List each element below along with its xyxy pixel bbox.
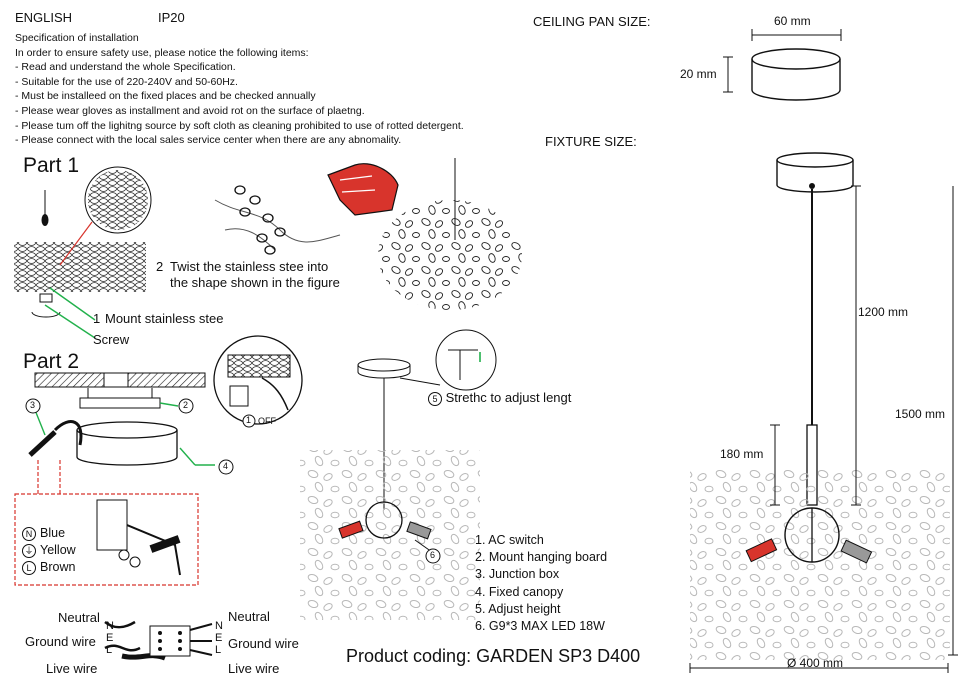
letter-n: N [215,620,223,632]
letter-e: E [215,632,223,644]
wiring-drawing [104,620,213,661]
product-coding: Product coding: GARDEN SP3 D400 [346,646,641,666]
parts-list-item: 3. Junction box [475,567,560,582]
spec-line: - Please tum off the lighitng source by … [15,119,464,132]
part2-drawing [14,329,497,620]
wire-legend-row: L Brown [22,559,76,576]
fixture-total-length: 1500 mm [895,407,946,421]
callout-5-badge: 5 [428,392,442,406]
spec-title: Specification of installation [15,32,139,44]
fixture-cable-length: 1200 mm [858,305,909,319]
wire-color-legend: N Blue ⏚ Yellow L Brown [22,525,76,576]
fixture-body-length: 180 mm [720,447,764,461]
off-label: OFF [258,416,276,426]
letter-e: E [106,632,114,644]
step1-label: Mount stainless stee [105,311,224,326]
wire-color-brown: Brown [40,560,76,574]
spec-line: - Read and understand the whole Specific… [15,61,236,74]
wire-color-blue: Blue [40,526,66,540]
left-ground: Ground wire [25,634,96,649]
wire-color-yellow: Yellow [40,543,76,557]
callout-1: 1 [246,415,252,425]
letter-n: N [106,620,114,632]
fixture-drawing [689,152,958,673]
right-ground: Ground wire [228,636,299,651]
part2-title: Part 2 [23,350,80,373]
wire-legend-row: N Blue [22,525,76,542]
spec-line: - Please wear gloves as installment and … [15,104,365,117]
parts-list: 1. AC switch 2. Mount hanging board 3. J… [475,532,607,635]
step2-line2: the shape shown in the figure [170,275,340,290]
step1-number: 1 [93,311,101,326]
right-live: Live wire [228,661,280,676]
spec-line: - Must be installeed on the fixed places… [15,90,316,103]
part1-title: Part 1 [23,154,80,177]
fixture-diameter: Ø 400 mm [787,656,844,670]
live-symbol: L [22,561,36,575]
left-live: Live wire [46,661,98,676]
ip-rating: IP20 [158,10,185,25]
letter-l: L [215,644,222,656]
parts-list-item: 2. Mount hanging board [475,550,608,565]
spec-line: - Please connect with the local sales se… [15,134,402,147]
ceiling-pan-title: CEILING PAN SIZE: [533,14,651,29]
step2-number: 2 [156,259,164,274]
callout-5: 5 Strethc to adjust lengt [428,390,571,406]
parts-list-item: 6. G9*3 MAX LED 18W [475,619,605,634]
spec-block: Specification of installation In order t… [15,31,464,148]
right-wire-letters: N E L [215,620,223,656]
adjust-label: Strethc to adjust lengt [445,390,572,405]
spec-line: In order to ensure safety use, please no… [15,46,309,59]
parts-list-item: 5. Adjust height [475,601,561,616]
part1-drawing [14,158,522,339]
step2-line1: Twist the stainless stee into [170,259,329,274]
ceiling-pan-height: 20 mm [680,67,717,81]
screw-label: Screw [93,332,130,347]
parts-list-item: 4. Fixed canopy [475,584,564,599]
callout-2: 2 [183,400,189,410]
language-label: ENGLISH [15,10,73,25]
callout-4: 4 [223,461,229,471]
callout-6: 6 [430,550,436,560]
ceiling-pan-drawing [723,29,842,101]
callout-3: 3 [30,400,36,410]
ground-symbol-icon: ⏚ [22,544,36,558]
neutral-symbol: N [22,527,36,541]
parts-list-item: 1. AC switch [475,533,544,547]
left-neutral: Neutral [58,610,100,625]
left-wire-letters: N E L [106,620,114,656]
spec-line: - Suitable for the use of 220-240V and 5… [15,75,238,88]
right-neutral: Neutral [228,609,270,624]
fixture-title: FIXTURE SIZE: [545,134,637,149]
letter-l: L [106,644,113,656]
wire-legend-row: ⏚ Yellow [22,542,76,559]
ceiling-pan-width: 60 mm [774,14,811,28]
